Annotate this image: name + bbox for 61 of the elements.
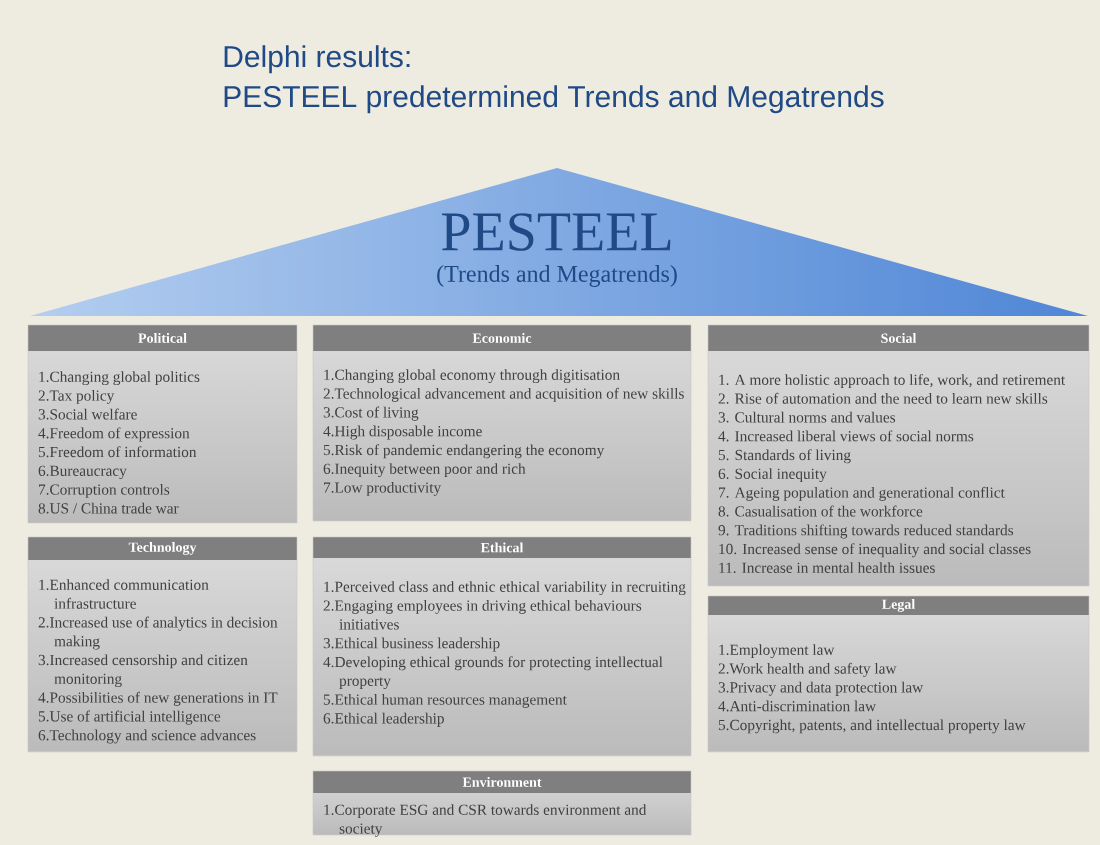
- list-item: 3.Increased censorship and citizen monitoring: [38, 654, 248, 688]
- list-item: 2.Engaging employees in driving ethical behaviours initiatives: [323, 600, 642, 630]
- roof-subtitle: (Trends and Megatrends): [437, 265, 677, 287]
- list-item: 2.Increased use of analytics in decision making: [38, 616, 278, 650]
- list-item: 3.Ethical business leadership: [323, 637, 500, 652]
- list-item: 1.Changing global politics: [39, 371, 200, 386]
- list-item: 8. Casualisation of the workforce: [718, 505, 923, 517]
- list-item: 3. Cultural norms and values: [718, 411, 896, 423]
- list-item: 4. Increased liberal views of social norms: [718, 430, 974, 442]
- list-item: 1.Corporate ESG and CSR towards environment and society: [324, 804, 647, 837]
- list-item: 1. A more holistic approach to life, work, and retirement: [719, 374, 1066, 389]
- list-item: 3.Cost of living: [323, 406, 419, 421]
- category-panel: [312, 770, 692, 837]
- list-item: 3.Social welfare: [38, 408, 137, 420]
- panel-heading: Political: [138, 333, 187, 343]
- list-item: 5.Ethical human resources management: [323, 694, 567, 708]
- list-item: 6.Technology and science advances: [38, 729, 256, 744]
- list-item: 4.Possibilities of new generations in IT: [38, 691, 278, 706]
- list-item: 4.High disposable income: [323, 425, 482, 440]
- list-item: 1.Enhanced communication infrastructure: [39, 579, 209, 609]
- list-item: 3.Privacy and data protection law: [718, 681, 924, 696]
- category-panel: [312, 536, 692, 757]
- list-item: 10. Increased sense of inequality and social classes: [719, 543, 1031, 558]
- list-item: 2. Rise of automation and the need to learn new skills: [718, 392, 1048, 404]
- list-item: 1.Employment law: [719, 644, 835, 659]
- list-item: 5.Risk of pandemic endangering the economy: [323, 444, 605, 459]
- list-item: 6.Ethical leadership: [323, 712, 444, 727]
- panel-heading: Social: [881, 333, 917, 343]
- list-item: 1.Perceived class and ethnic ethical variability in recruiting: [324, 581, 686, 596]
- panel-heading: Technology: [128, 542, 197, 555]
- list-item: 5.Copyright, patents, and intellectual property law: [718, 719, 1026, 734]
- panel-heading: Legal: [882, 599, 915, 612]
- list-item: 7.Corruption controls: [39, 484, 170, 498]
- list-item: 6.Inequity between poor and rich: [323, 463, 526, 478]
- list-item: 5.Use of artificial intelligence: [38, 710, 221, 725]
- list-item: 2.Tax policy: [38, 390, 115, 404]
- list-item: 5. Standards of living: [718, 449, 851, 464]
- category-panel: [312, 324, 692, 522]
- list-item: 1.Changing global economy through digitisation: [324, 369, 620, 384]
- list-item: 11. Increase in mental health issues: [719, 562, 935, 573]
- roof-heading: PESTEEL: [441, 213, 671, 251]
- panel-heading: Economic: [472, 333, 532, 343]
- list-item: 2.Technological advancement and acquisition of new skills: [323, 387, 684, 402]
- list-item: 6. Social inequity: [718, 468, 827, 483]
- list-item: 4.Freedom of expression: [38, 427, 190, 442]
- list-item: 7. Ageing population and generational conflict: [719, 486, 1005, 501]
- list-item: 8.US / China trade war: [38, 502, 179, 514]
- category-panel: [27, 324, 298, 524]
- panel-heading: Environment: [462, 777, 542, 787]
- list-item: 7.Low productivity: [324, 482, 442, 496]
- category-panel: [707, 595, 1090, 753]
- list-item: 2.Work health and safety law: [718, 662, 897, 677]
- list-item: 6.Bureaucracy: [38, 465, 127, 480]
- list-item: 4.Developing ethical grounds for protecting intellectual property: [323, 656, 663, 690]
- category-panel: [27, 536, 298, 753]
- list-item: 5.Freedom of information: [38, 446, 197, 458]
- title: Delphi results: PESTEEL predetermined Trends and Megatrends: [224, 45, 884, 114]
- category-panel: [707, 324, 1090, 587]
- panel-heading: Ethical: [480, 542, 524, 553]
- list-item: 4.Anti-discrimination law: [718, 700, 877, 712]
- list-item: 9. Traditions shifting towards reduced standards: [718, 524, 1014, 539]
